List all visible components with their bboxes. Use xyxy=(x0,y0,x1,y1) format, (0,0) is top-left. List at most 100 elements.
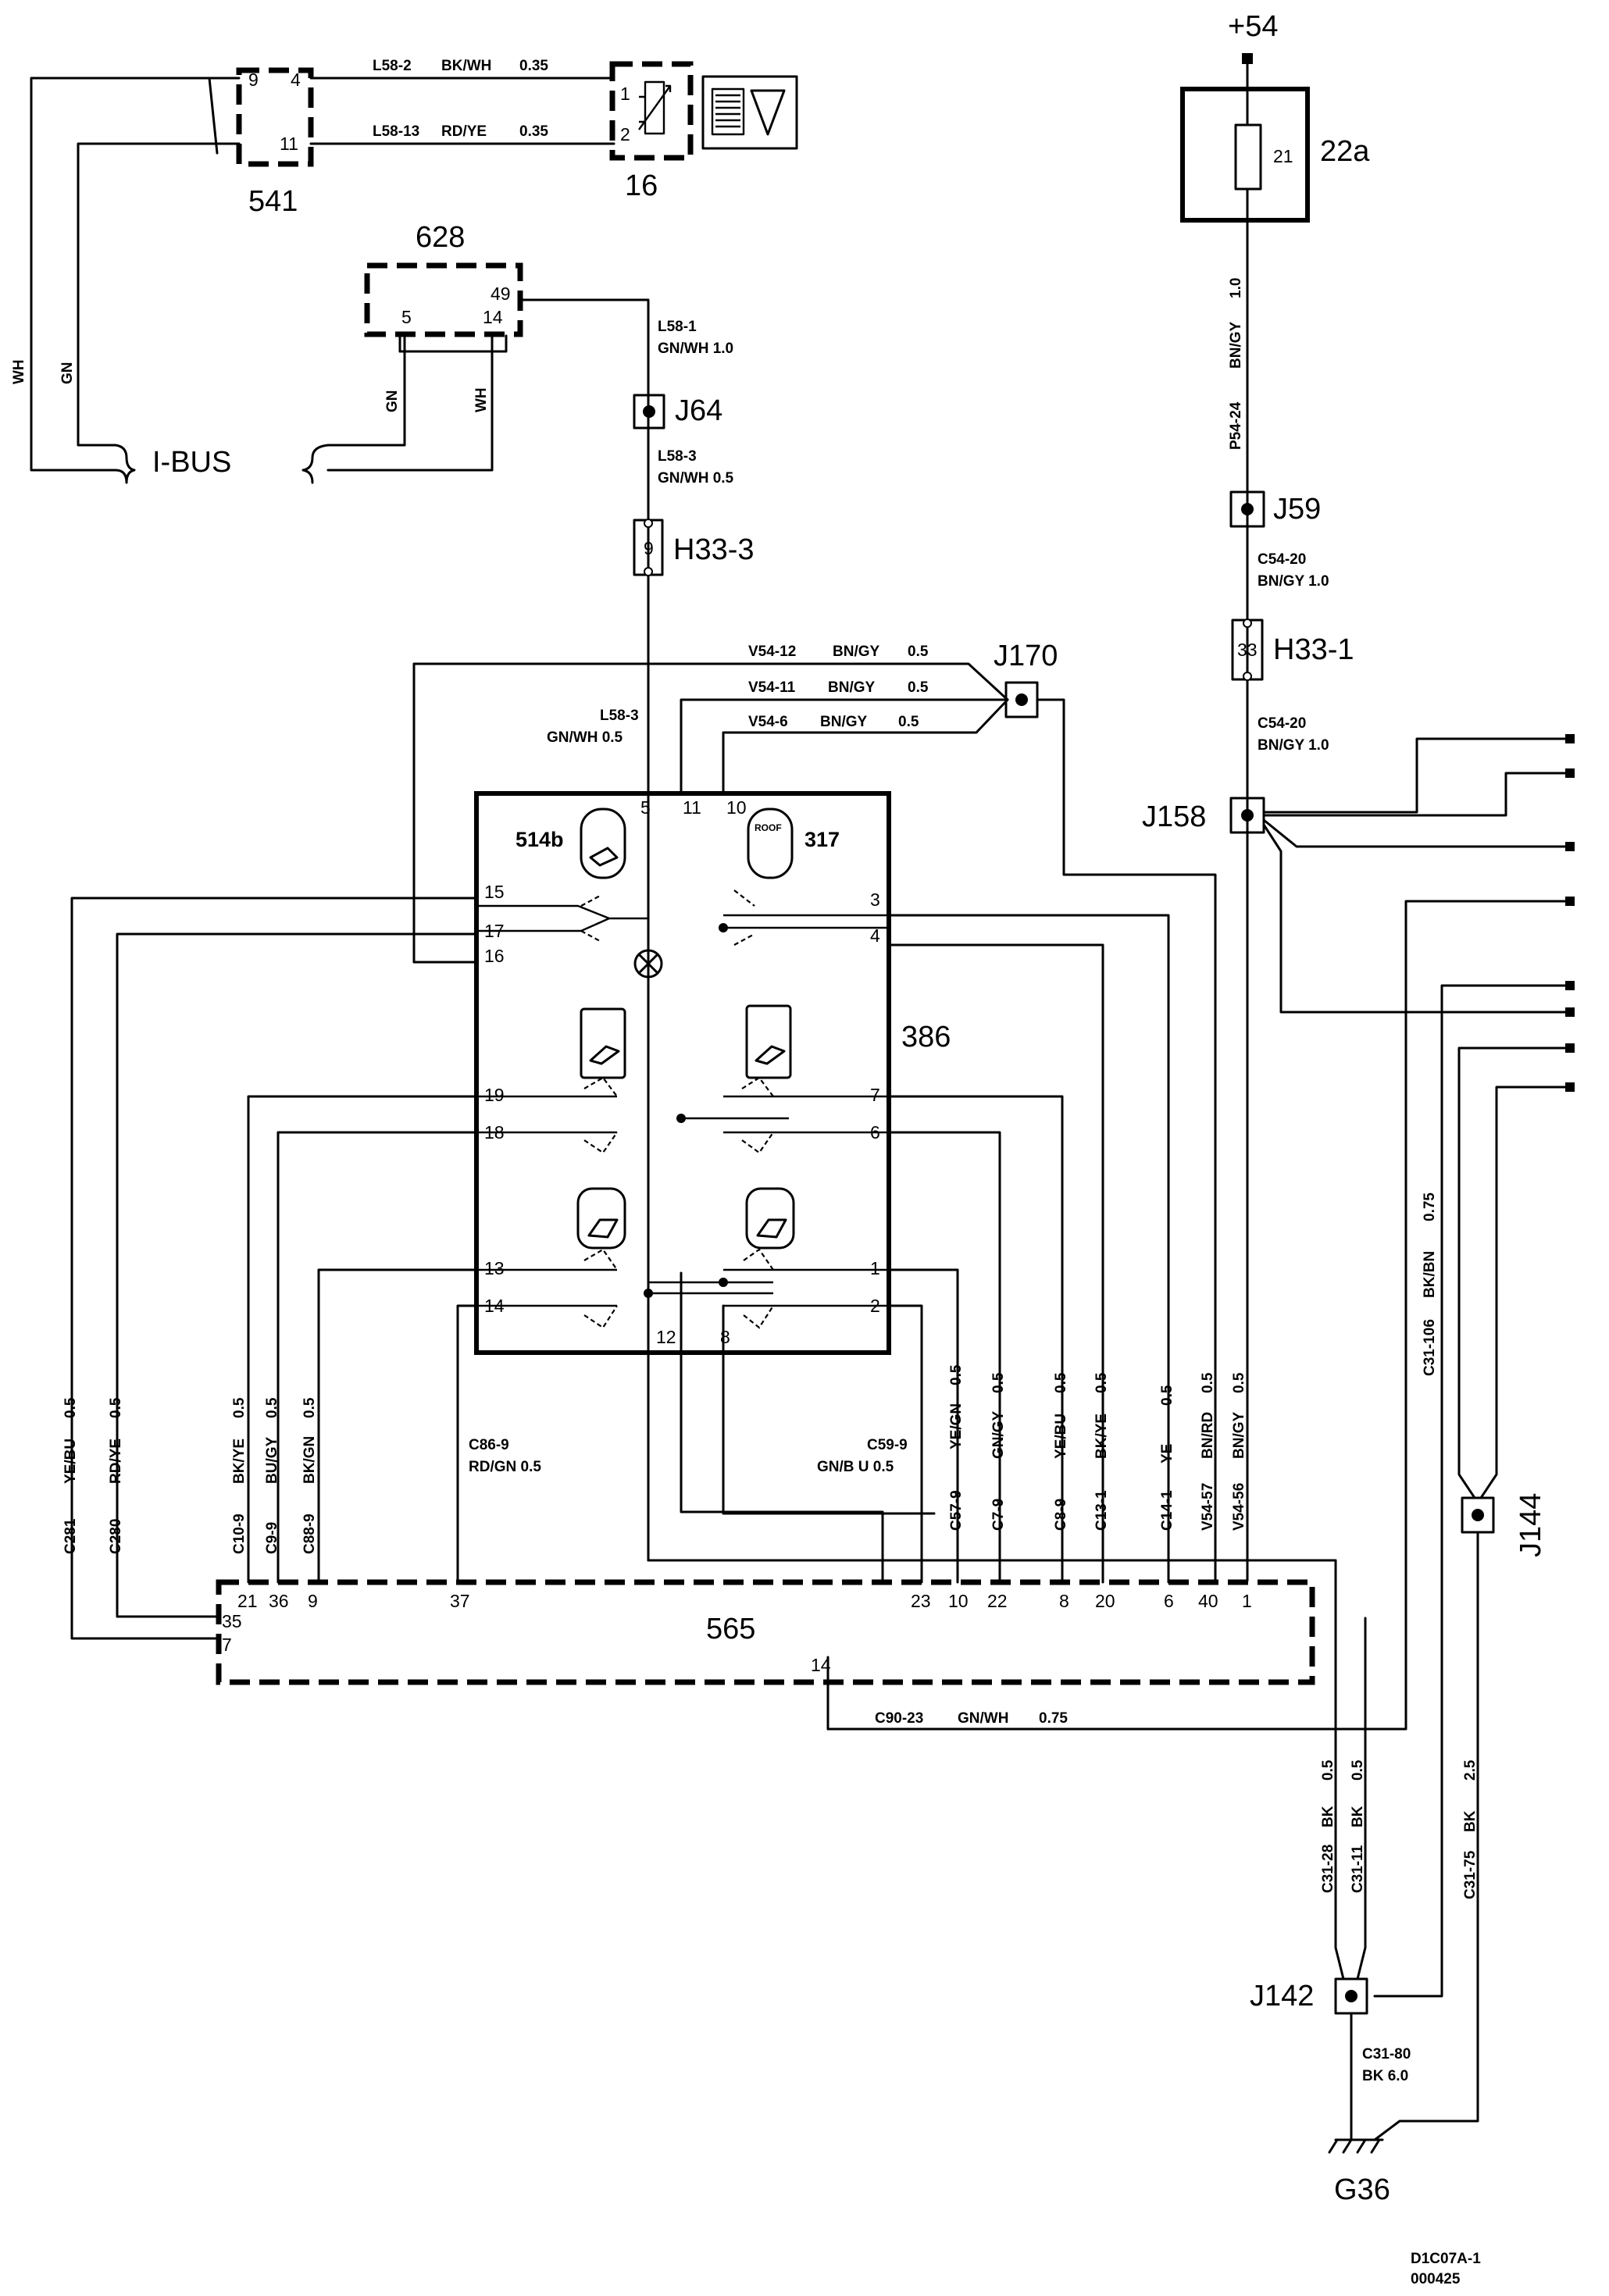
component-386-box xyxy=(474,791,891,1355)
wire-C280: C280 xyxy=(108,1519,124,1554)
wire-P54-24-size: 1.0 xyxy=(1228,278,1244,298)
component-541-label: 541 xyxy=(248,185,298,218)
wire-V54-11: V54-11 xyxy=(748,679,796,696)
wire-L58-3a: L58-3 xyxy=(658,448,697,465)
switch-317-body xyxy=(747,808,794,879)
wire-C31-106-size: 0.75 xyxy=(1422,1193,1438,1221)
junction-J59 xyxy=(1229,490,1265,528)
component-386-label: 386 xyxy=(901,1021,951,1054)
wire-L58-3b-colsize: GN/WH 0.5 xyxy=(547,729,623,746)
window-switch-rear-left xyxy=(580,1007,626,1079)
wire-V54-6-size: 0.5 xyxy=(898,714,919,730)
pin-565-40: 40 xyxy=(1198,1591,1218,1611)
wire-C281-color: YE/BU xyxy=(62,1439,79,1484)
wire-L58-2: L58-2 xyxy=(373,58,412,74)
wire-C57-9: C57-9 xyxy=(948,1490,965,1531)
component-16-label: 16 xyxy=(625,169,658,202)
wire-L58-3a-colsize: GN/WH 0.5 xyxy=(658,470,734,487)
junction-J158-label: J158 xyxy=(1142,800,1206,833)
wire-C31-11: C31-11 xyxy=(1350,1845,1366,1893)
pin-565-14: 14 xyxy=(811,1655,831,1675)
pin-628-14: 14 xyxy=(483,307,503,327)
pin-386-11: 11 xyxy=(683,797,701,818)
pin-565-35: 35 xyxy=(222,1611,242,1631)
wire-C14-1: C14-1 xyxy=(1159,1490,1176,1531)
wire-C31-28: C31-28 xyxy=(1320,1845,1336,1893)
wire-C31-106-color: BK/BN xyxy=(1422,1251,1438,1298)
pin-565-9: 9 xyxy=(308,1591,318,1611)
window-switch-front-left xyxy=(576,1187,626,1250)
wire-V54-6-color: BN/GY xyxy=(820,714,868,730)
pin-386-16: 16 xyxy=(484,946,505,966)
wire-C10-9-size: 0.5 xyxy=(231,1397,248,1418)
wire-C31-75: C31-75 xyxy=(1462,1850,1479,1899)
pin-565-8: 8 xyxy=(1059,1591,1069,1611)
junction-J59-label: J59 xyxy=(1273,493,1321,526)
pin-628-5: 5 xyxy=(401,307,412,327)
component-16-box xyxy=(609,61,694,161)
wire-C54-20b: C54-20 xyxy=(1258,715,1306,732)
wire-C31-80: C31-80 xyxy=(1362,2046,1411,2062)
pin-386-4: 4 xyxy=(870,925,880,946)
window-switch-front-right xyxy=(745,1187,795,1250)
pin-386-13: 13 xyxy=(484,1258,505,1278)
wire-V54-56-color: BN/GY xyxy=(1231,1412,1247,1460)
pin-541-9: 9 xyxy=(248,70,259,90)
wire-C31-80-colsize: BK 6.0 xyxy=(1362,2068,1408,2084)
wire-V54-57-color: BN/RD xyxy=(1200,1412,1216,1459)
sun-sensor-icon xyxy=(701,75,798,150)
wire-C7-9-color: GN/GY xyxy=(990,1410,1007,1459)
wire-C88-9-size: 0.5 xyxy=(301,1397,318,1418)
pin-541-11: 11 xyxy=(280,134,298,154)
wire-P54-24: P54-24 xyxy=(1228,401,1244,450)
component-565-label: 565 xyxy=(706,1613,755,1645)
wire-L58-13: L58-13 xyxy=(373,123,419,140)
pin-565-7: 7 xyxy=(222,1635,232,1655)
pin-386-8: 8 xyxy=(720,1327,730,1347)
wire-L58-2-color: BK/WH xyxy=(441,58,491,74)
wire-L58-1-colsize: GN/WH 1.0 xyxy=(658,340,733,357)
wire-C90-23-color: GN/WH xyxy=(958,1710,1008,1727)
ibus-left-brace xyxy=(114,444,136,484)
wire-C281-size: 0.5 xyxy=(62,1397,79,1418)
wire-L58-13-color: RD/YE xyxy=(441,123,487,140)
wire-C280-color: RD/YE xyxy=(108,1439,124,1484)
wire-C59-9: C59-9 xyxy=(867,1437,908,1453)
wire-C54-20a: C54-20 xyxy=(1258,551,1306,568)
wire-V54-11-size: 0.5 xyxy=(908,679,929,696)
wire-WH-right: WH xyxy=(473,387,490,412)
wire-C8-9-size: 0.5 xyxy=(1053,1372,1069,1393)
wire-C280-size: 0.5 xyxy=(108,1397,124,1418)
switch-317-label: 317 xyxy=(804,828,840,851)
pin-565-1: 1 xyxy=(1242,1591,1252,1611)
wire-C31-75-color: BK xyxy=(1462,1810,1479,1832)
wire-V54-12-color: BN/GY xyxy=(833,644,880,660)
junction-J142-label: J142 xyxy=(1250,1980,1314,2013)
roof-label: ROOF xyxy=(755,822,782,833)
variable-arrow-icon xyxy=(638,84,672,130)
wire-C31-11-color: BK xyxy=(1350,1806,1366,1827)
internal-switch-contacts xyxy=(476,890,889,1329)
wire-C281: C281 xyxy=(62,1518,79,1554)
wire-C88-9: C88-9 xyxy=(301,1513,318,1554)
wire-C9-9: C9-9 xyxy=(264,1522,280,1554)
pin-386-3: 3 xyxy=(870,890,880,910)
component-22a-label: 22a xyxy=(1320,135,1370,168)
wire-V54-12: V54-12 xyxy=(748,644,796,660)
wire-C31-28-color: BK xyxy=(1320,1806,1336,1827)
pin-386-15: 15 xyxy=(484,882,505,902)
wire-L58-1: L58-1 xyxy=(658,319,697,335)
wire-C14-1-color: YE xyxy=(1159,1444,1176,1464)
wire-GN-left: GN xyxy=(59,362,76,385)
wire-C57-9-size: 0.5 xyxy=(948,1364,965,1385)
wire-C13-1-color: BK/YE xyxy=(1093,1414,1110,1459)
component-565-box xyxy=(216,1579,1315,1685)
wire-C59-9-colsize: GN/B U 0.5 xyxy=(817,1459,894,1475)
wire-C13-1-size: 0.5 xyxy=(1093,1372,1110,1393)
wire-C9-9-size: 0.5 xyxy=(264,1397,280,1418)
wire-L58-13-size: 0.35 xyxy=(519,123,548,140)
pin-16-2: 2 xyxy=(620,124,630,144)
wire-C86-9: C86-9 xyxy=(469,1437,509,1453)
wire-V54-56: V54-56 xyxy=(1231,1483,1247,1531)
